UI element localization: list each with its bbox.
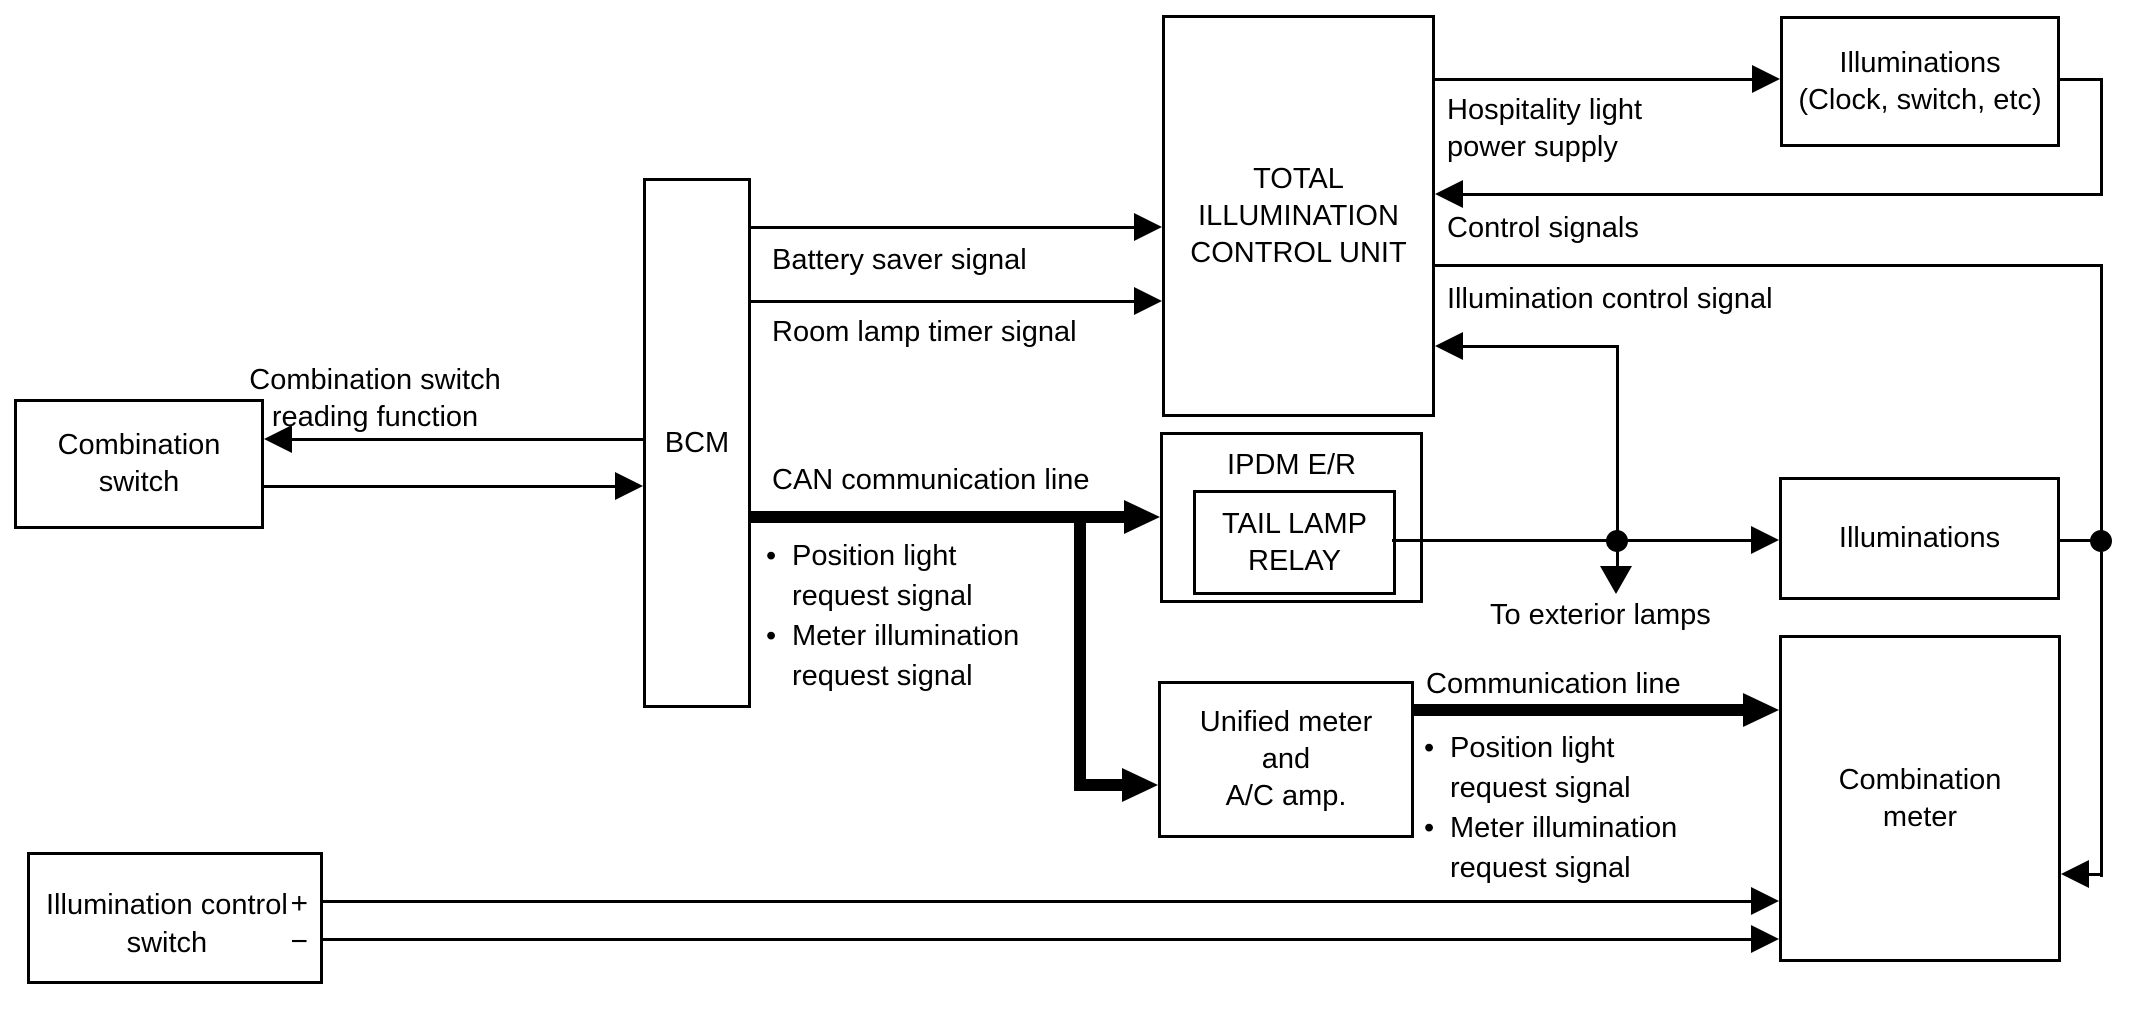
connector-illumination-control-vertical <box>2100 264 2103 877</box>
connector-plus-line <box>322 900 1752 903</box>
connector-feedback-vertical <box>1616 345 1619 543</box>
total-illumination-control-unit-box: TOTAL ILLUMINATION CONTROL UNIT <box>1162 15 1435 417</box>
ipdm-er-box: IPDM E/R TAIL LAMP RELAY <box>1160 432 1423 603</box>
minus-terminal-label: − <box>290 925 308 958</box>
list-item-text: request signal <box>792 579 973 612</box>
connector-can-main-line <box>750 511 1124 523</box>
arrowhead-right-icon <box>1743 693 1779 727</box>
plus-terminal-label: + <box>290 887 308 920</box>
arrowhead-right-icon <box>1751 526 1779 554</box>
connector-control-signals-stub <box>2058 78 2103 81</box>
hospitality-light-power-supply-label: Hospitality light power supply <box>1447 94 1643 163</box>
arrowhead-left-icon <box>1435 180 1463 208</box>
arrowhead-left-icon <box>1435 332 1463 360</box>
arrowhead-right-icon <box>1122 768 1158 802</box>
control-signals-label: Control signals <box>1447 212 1639 244</box>
bullet-icon: • <box>1424 731 1435 764</box>
arrowhead-right-icon <box>1751 925 1779 953</box>
connector-minus-line <box>322 938 1752 941</box>
bullet-icon: • <box>1424 811 1435 844</box>
connector-hospitality-supply-line <box>1435 78 1752 81</box>
arrowhead-right-icon <box>1134 287 1162 315</box>
communication-line-label: Communication line <box>1426 668 1681 700</box>
can-communication-line-label: CAN communication line <box>772 464 1090 496</box>
list-item-text: Meter illumination <box>792 619 1020 652</box>
connector-control-signals-line <box>1463 193 2103 196</box>
communication-signal-list: • Position light request signal • Meter … <box>1424 728 1677 888</box>
unified-meter-ac-amp-box: Unified meter and A/C amp. <box>1158 681 1414 838</box>
list-item-text: request signal <box>1450 851 1631 884</box>
arrowhead-right-icon <box>1752 65 1780 93</box>
list-item-text: request signal <box>792 659 973 692</box>
connector-exterior-lamps-vertical <box>1616 541 1619 569</box>
arrowhead-left-icon <box>2061 860 2089 888</box>
combination-meter-box: Combination meter <box>1779 635 2061 962</box>
list-item: request signal <box>766 656 1019 696</box>
connector-into-combination-meter-stub <box>2089 873 2103 876</box>
connector-illuminations-output-stub <box>2058 539 2103 542</box>
connector-can-branch-vertical <box>1074 511 1086 791</box>
arrowhead-right-icon <box>1751 887 1779 915</box>
can-signal-list: • Position light request signal • Meter … <box>766 536 1019 696</box>
connector-feedback-line <box>1463 345 1619 348</box>
combination-switch-box: Combination switch <box>14 399 264 529</box>
list-item: • Meter illumination <box>1424 808 1677 848</box>
list-item: • Position light <box>1424 728 1677 768</box>
connector-communication-line <box>1413 704 1743 716</box>
tail-lamp-relay-box: TAIL LAMP RELAY <box>1193 490 1396 595</box>
to-exterior-lamps-label: To exterior lamps <box>1490 599 1711 631</box>
connector-control-signals-vertical <box>2100 78 2103 196</box>
illumination-control-switch-label: Illumination control switch <box>46 889 288 959</box>
bullet-icon: • <box>766 539 777 572</box>
list-item: request signal <box>766 576 1019 616</box>
illumination-control-signal-label: Illumination control signal <box>1447 283 1773 315</box>
list-item-text: Meter illumination <box>1450 811 1678 844</box>
list-item-text: Position light <box>1450 731 1615 764</box>
arrowhead-right-icon <box>1124 500 1160 534</box>
arrowhead-left-icon <box>264 425 292 453</box>
list-item-text: Position light <box>792 539 957 572</box>
arrowhead-down-icon <box>1600 566 1632 594</box>
arrowhead-right-icon <box>1134 213 1162 241</box>
list-item: request signal <box>1424 848 1677 888</box>
bcm-box: BCM <box>643 178 751 708</box>
connector-tail-lamp-output-line <box>1392 539 1753 542</box>
illuminations-clock-switch-box: Illuminations (Clock, switch, etc) <box>1780 16 2060 147</box>
arrowhead-right-icon <box>615 472 643 500</box>
ipdm-er-label: IPDM E/R <box>1227 449 1356 481</box>
connector-room-lamp-timer-line <box>750 300 1134 303</box>
room-lamp-timer-signal-label: Room lamp timer signal <box>772 316 1077 348</box>
connector-reading-function-line <box>292 438 643 441</box>
bullet-icon: • <box>766 619 777 652</box>
list-item: request signal <box>1424 768 1677 808</box>
connector-illumination-control-line <box>1435 264 2103 267</box>
connector-can-branch-line <box>1074 779 1122 791</box>
list-item: • Meter illumination <box>766 616 1019 656</box>
list-item: • Position light <box>766 536 1019 576</box>
connector-switch-to-bcm-line <box>263 485 615 488</box>
battery-saver-signal-label: Battery saver signal <box>772 244 1027 276</box>
illuminations-box: Illuminations <box>1779 477 2060 600</box>
reading-function-label: Combination switch reading function <box>249 364 501 433</box>
connector-battery-saver-line <box>750 226 1134 229</box>
list-item-text: request signal <box>1450 771 1631 804</box>
illumination-control-switch-box: Illumination control switch + − <box>27 852 323 984</box>
